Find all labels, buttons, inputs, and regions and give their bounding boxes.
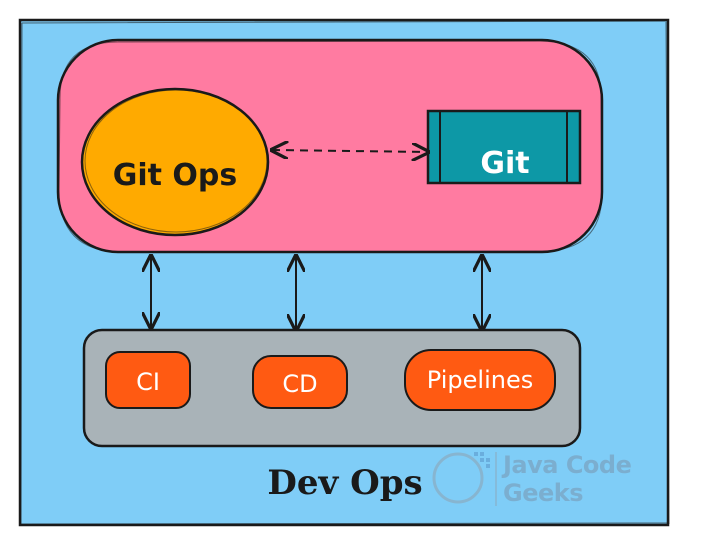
logo-dot-icon [480,458,484,462]
watermark-text: Java Code Geeks [503,451,632,507]
cd-node-label: CD [282,370,318,398]
logo-dot-icon [486,458,490,462]
logo-dot-icon [480,452,484,456]
devops-group-label: Dev Ops [267,463,423,503]
gitops-git-dashed-arrow [272,150,428,152]
logo-circle-icon [432,452,484,504]
pipelines-node-label: Pipelines [426,366,534,394]
gitops-node-sketch-line [84,89,268,233]
logo-dot-icon [486,464,490,468]
java-code-geeks-logo [432,452,497,506]
cd-node [252,355,348,409]
git-node-label: Git [480,145,530,181]
gitops-node-label: Git Ops [112,157,238,193]
logo-dots-icon [474,452,478,456]
gitops-node [80,87,270,237]
ci-node-label: CI [136,368,160,396]
gitops-group-sketch-line [58,40,603,253]
ci-node [105,351,191,409]
devops-background-sketch-line [20,20,670,525]
pipelines-node [404,349,556,411]
git-node [426,109,582,185]
